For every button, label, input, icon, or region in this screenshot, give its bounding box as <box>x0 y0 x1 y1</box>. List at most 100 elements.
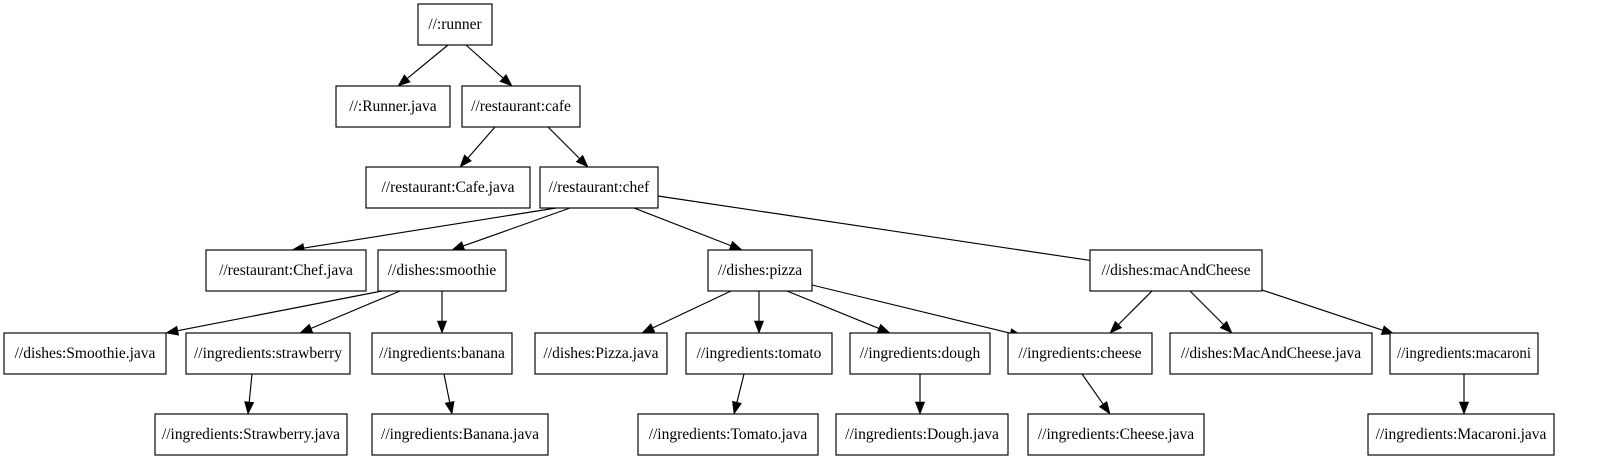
edge-arrowhead-icon <box>299 323 314 334</box>
node-box[interactable] <box>461 85 581 128</box>
node-box[interactable] <box>849 332 991 375</box>
node-label: //dishes:MacAndCheese.java <box>1181 345 1361 362</box>
graph-node[interactable]: //dishes:Pizza.java <box>534 332 668 375</box>
node-label: //ingredients:banana <box>379 345 505 362</box>
edge-arrowhead-icon <box>1380 325 1395 335</box>
graph-node[interactable]: //restaurant:chef <box>539 166 659 209</box>
graph-edge <box>786 290 891 334</box>
graph-edge <box>436 291 448 334</box>
node-label: //dishes:Pizza.java <box>544 345 659 362</box>
graph-edge <box>1081 373 1111 415</box>
graph-node[interactable]: //ingredients:strawberry <box>185 332 351 375</box>
graph-edge <box>165 290 383 336</box>
node-label: //dishes:smoothie <box>388 262 497 279</box>
graph-node[interactable]: //ingredients:banana <box>371 332 513 375</box>
node-label: //ingredients:Cheese.java <box>1038 426 1194 443</box>
graph-node[interactable]: //ingredients:cheese <box>1007 332 1153 375</box>
graph-node[interactable]: //restaurant:Cafe.java <box>365 166 531 209</box>
node-label: //ingredients:Macaroni.java <box>1376 426 1547 443</box>
node-label: //ingredients:Tomato.java <box>649 426 808 443</box>
graph-node[interactable]: //restaurant:Chef.java <box>205 249 367 292</box>
graph-node[interactable]: //restaurant:cafe <box>461 85 581 128</box>
edge-line <box>406 44 449 79</box>
edge-arrowhead-icon <box>732 400 742 415</box>
edge-line <box>465 44 504 79</box>
node-box[interactable] <box>417 3 493 46</box>
graph-node[interactable]: //ingredients:dough <box>849 332 991 375</box>
edge-arrowhead-icon <box>451 241 466 251</box>
graph-node[interactable]: //dishes:macAndCheese <box>1089 249 1263 292</box>
edge-line <box>177 290 383 332</box>
node-box[interactable] <box>835 413 1009 456</box>
node-box[interactable] <box>154 413 348 456</box>
edge-line <box>248 373 253 403</box>
node-box[interactable] <box>185 332 351 375</box>
graph-node[interactable]: //dishes:pizza <box>707 249 813 292</box>
node-box[interactable] <box>685 332 833 375</box>
edge-arrowhead-icon <box>444 400 455 415</box>
node-label: //ingredients:Banana.java <box>381 426 539 443</box>
graph-node[interactable]: //ingredients:Macaroni.java <box>1367 413 1555 456</box>
node-box[interactable] <box>1389 332 1539 375</box>
node-box[interactable] <box>1027 413 1205 456</box>
edge-line <box>811 284 1011 334</box>
node-label: //:runner <box>428 16 482 33</box>
graph-node[interactable]: //:Runner.java <box>335 85 451 128</box>
node-box[interactable] <box>1169 332 1373 375</box>
graph-edge <box>641 290 732 334</box>
node-box[interactable] <box>335 85 451 128</box>
node-label: //ingredients:macaroni <box>1397 345 1532 362</box>
edge-arrowhead-icon <box>1219 320 1233 334</box>
edge-arrowhead-icon <box>1458 401 1470 415</box>
edge-line <box>467 126 496 159</box>
graph-edge <box>451 207 571 251</box>
node-box[interactable] <box>377 249 507 292</box>
node-box[interactable] <box>539 166 659 209</box>
node-label: //ingredients:tomato <box>697 345 822 362</box>
graph-node[interactable]: //dishes:MacAndCheese.java <box>1169 332 1373 375</box>
edge-arrowhead-icon <box>397 74 411 87</box>
edge-arrowhead-icon <box>641 323 656 334</box>
graph-node[interactable]: //ingredients:Banana.java <box>371 413 549 456</box>
edge-line <box>633 207 732 247</box>
graph-node[interactable]: //ingredients:macaroni <box>1389 332 1539 375</box>
node-box[interactable] <box>534 332 668 375</box>
node-box[interactable] <box>205 249 367 292</box>
node-label: //ingredients:Strawberry.java <box>162 426 340 443</box>
node-box[interactable] <box>365 166 531 209</box>
node-box[interactable] <box>1367 413 1555 456</box>
edge-arrowhead-icon <box>459 154 472 168</box>
graph-edge <box>244 373 255 415</box>
graph-node[interactable]: //ingredients:Cheese.java <box>1027 413 1205 456</box>
nodes-layer: //:runner //:Runner.java//restaurant:cafe… <box>3 3 1555 456</box>
node-label: //restaurant:Cafe.java <box>382 179 515 196</box>
graph-edge <box>443 373 455 415</box>
graph-node[interactable]: //dishes:smoothie <box>377 249 507 292</box>
edge-arrowhead-icon <box>436 320 448 334</box>
edge-arrowhead-icon <box>499 74 513 87</box>
node-box[interactable] <box>707 249 813 292</box>
graph-node[interactable]: //dishes:Smoothie.java <box>3 332 167 375</box>
graph-node[interactable]: //ingredients:Tomato.java <box>637 413 819 456</box>
node-box[interactable] <box>3 332 167 375</box>
node-box[interactable] <box>371 332 513 375</box>
graph-edge <box>1189 290 1233 334</box>
edge-line <box>657 195 1103 263</box>
node-box[interactable] <box>1089 249 1263 292</box>
graph-edge <box>732 373 745 415</box>
graph-node[interactable]: //:runner <box>417 3 493 46</box>
graph-node[interactable]: //ingredients:tomato <box>685 332 833 375</box>
node-box[interactable] <box>1007 332 1153 375</box>
node-label: //dishes:Smoothie.java <box>15 345 156 362</box>
edge-arrowhead-icon <box>753 320 765 334</box>
edge-line <box>547 126 580 159</box>
edge-arrowhead-icon <box>244 401 255 415</box>
graph-node[interactable]: //ingredients:Dough.java <box>835 413 1009 456</box>
graph-node[interactable]: //ingredients:Strawberry.java <box>154 413 348 456</box>
node-box[interactable] <box>637 413 819 456</box>
edge-arrowhead-icon <box>165 325 180 336</box>
edge-line <box>303 207 557 249</box>
node-box[interactable] <box>371 413 549 456</box>
graph-edge <box>1109 290 1153 334</box>
